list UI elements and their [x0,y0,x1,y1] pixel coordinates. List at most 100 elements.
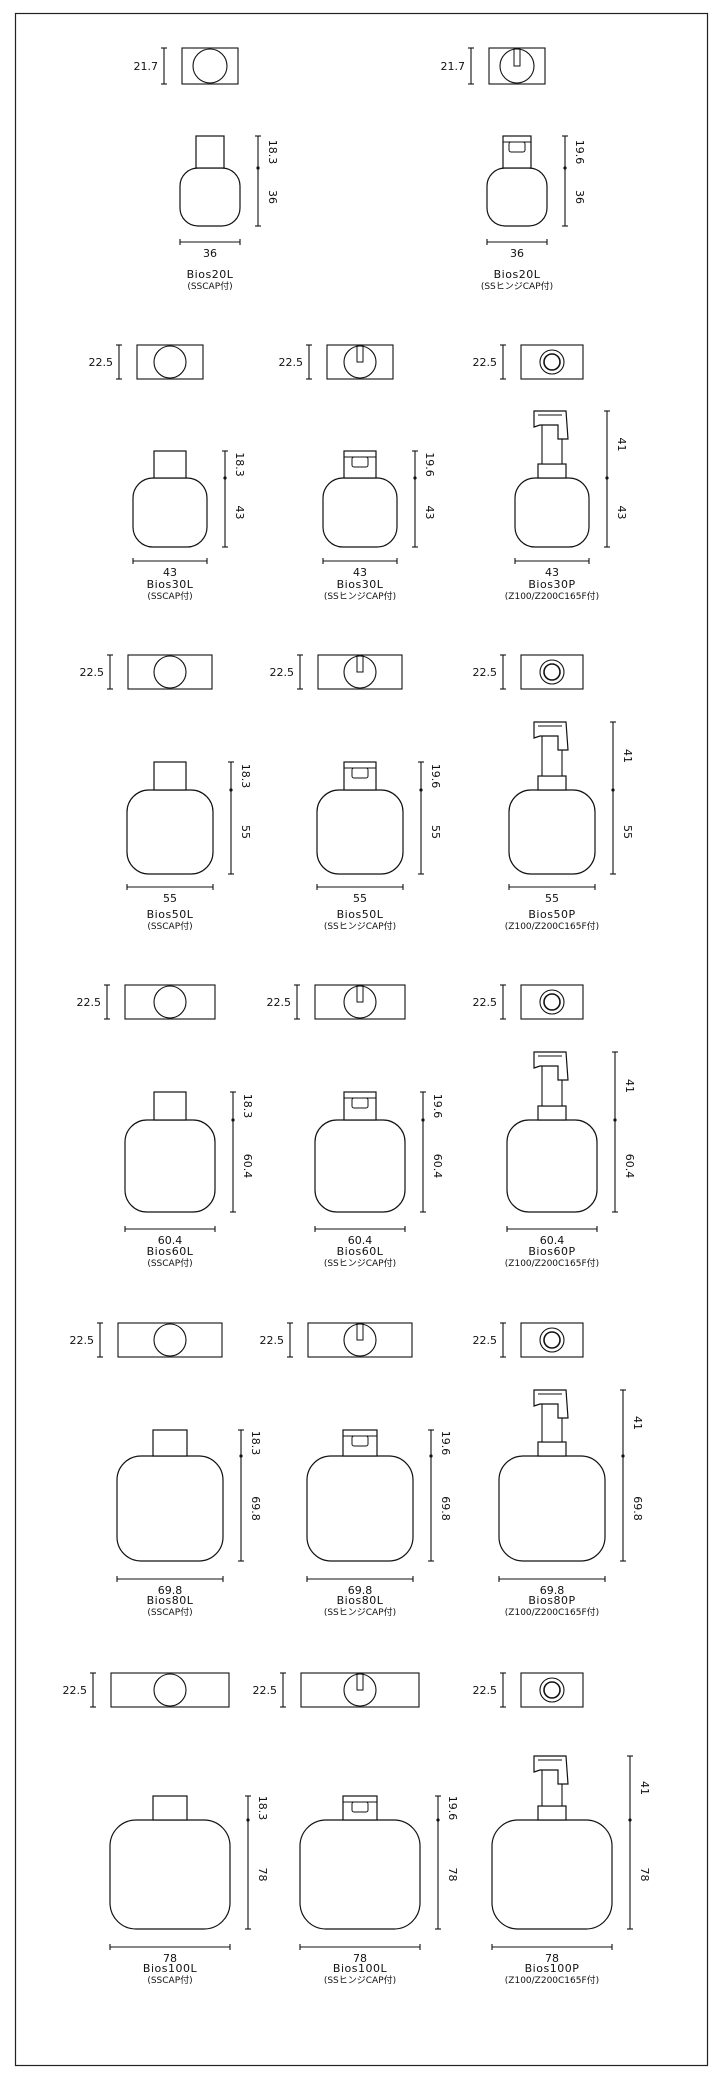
cap-top-circle [192,48,228,84]
model-name: Bios20L [187,268,234,281]
model-name: Bios30L [337,578,384,591]
bottle-body [486,167,548,227]
cap-height-dim-label: 19.6 [446,1796,459,1821]
model-spec: (SSCAP付) [147,1258,192,1269]
hinge-cap [343,450,377,479]
pump-outer-ring [539,659,565,685]
width-dim-label: 55 [163,892,177,905]
model-name: Bios80L [147,1594,194,1607]
top-height-dim-label: 22.5 [70,1334,95,1347]
model-name: Bios60L [337,1245,384,1258]
bottle-body [124,1119,216,1213]
width-dim-label: 43 [163,566,177,579]
width-dim-label: 60.4 [540,1234,565,1247]
cap-height-dim-label: 18.3 [233,452,246,477]
bottle-body [132,477,208,548]
hinge-cap-tab [508,141,526,153]
top-view-outline [488,47,546,85]
width-dim-label: 36 [203,247,217,260]
pump-collar [537,1805,567,1821]
pump-outer-ring [539,989,565,1015]
cap-height-dim-label: 18.3 [266,140,279,165]
bottle-body [126,789,214,875]
body-height-dim-label: 69.8 [249,1496,262,1521]
top-view-outline [124,984,216,1020]
hinge-slot [356,345,364,363]
dim-split-dot [246,1818,250,1822]
cap-height-dim-label: 19.6 [573,140,586,165]
body-height-dim-label: 43 [615,506,628,520]
hinge-cap [342,1429,378,1457]
bottle-body [498,1455,606,1562]
cap-height-dim-label: 41 [623,1079,636,1093]
top-view-outline [317,654,403,690]
dim-split-dot [613,1118,617,1122]
cap-height-dim-label: 19.6 [423,452,436,477]
bottle-group-100: 22.518.37878Bios100L(SSCAP付)22.519.67878… [63,1672,651,1986]
top-height-dim-label: 22.5 [473,996,498,1009]
width-dim-label: 43 [545,566,559,579]
bottle-group-20: 21.718.33636Bios20L(SSCAP付)21.719.63636B… [134,47,586,292]
bottle-group-80: 22.518.369.869.8Bios80L(SSCAP付)22.519.66… [70,1322,644,1618]
top-height-dim-label: 22.5 [473,356,498,369]
model-name: Bios60P [528,1245,575,1258]
model-spec: (Z100/Z200C165F付) [505,591,599,602]
hinge-slot [356,1323,364,1341]
bottle-body [316,789,404,875]
hinge-cap-tab [351,767,369,779]
body-height-dim-label: 55 [239,825,252,839]
hinge-cap [342,1795,378,1821]
pump-actuator [533,1389,569,1419]
body-height-dim-label: 43 [233,506,246,520]
model-spec: (Z100/Z200C165F付) [505,921,599,932]
hinge-slot [513,48,521,67]
hinge-slot [356,985,364,1003]
pump-collar [537,1105,567,1121]
top-height-dim-label: 22.5 [473,666,498,679]
bottle-body [506,1119,598,1213]
cap-height-dim-label: 41 [621,749,634,763]
dim-split-dot [421,1118,425,1122]
dim-split-dot [231,1118,235,1122]
hinge-cap [343,1091,377,1121]
top-view-outline [326,344,394,380]
pump-collar [537,463,567,479]
bottle-body [179,167,241,227]
model-spec: (Z100/Z200C165F付) [505,1975,599,1986]
cap-top-circle [153,655,187,689]
bottle-body [491,1819,613,1930]
dim-split-dot [621,1454,625,1458]
width-dim-label: 69.8 [540,1584,565,1597]
body-height-dim-label: 78 [638,1868,651,1882]
body-height-dim-label: 69.8 [631,1496,644,1521]
model-spec: (SSヒンジCAP付) [324,1258,396,1269]
body-height-dim-label: 43 [423,506,436,520]
bottle-group-50: 22.518.35555Bios50L(SSCAP付)22.519.65555B… [80,654,634,932]
dim-split-dot [611,788,615,792]
model-spec: (SSヒンジCAP付) [481,281,553,292]
model-name: Bios100L [333,1962,388,1975]
hinge-cap-tab [351,1435,369,1447]
dim-split-dot [628,1818,632,1822]
cap-top-circle [153,345,187,379]
top-height-dim-label: 22.5 [270,666,295,679]
top-view-outline [300,1672,420,1708]
body-height-dim-label: 36 [266,190,279,204]
model-name: Bios60L [147,1245,194,1258]
dim-split-dot [223,476,227,480]
screw-cap [195,135,225,169]
hinge-slot [356,1673,364,1691]
model-name: Bios100L [143,1962,198,1975]
top-height-dim-label: 22.5 [267,996,292,1009]
body-height-dim-label: 78 [256,1868,269,1882]
dim-split-dot [256,166,260,170]
bottle-body [306,1455,414,1562]
